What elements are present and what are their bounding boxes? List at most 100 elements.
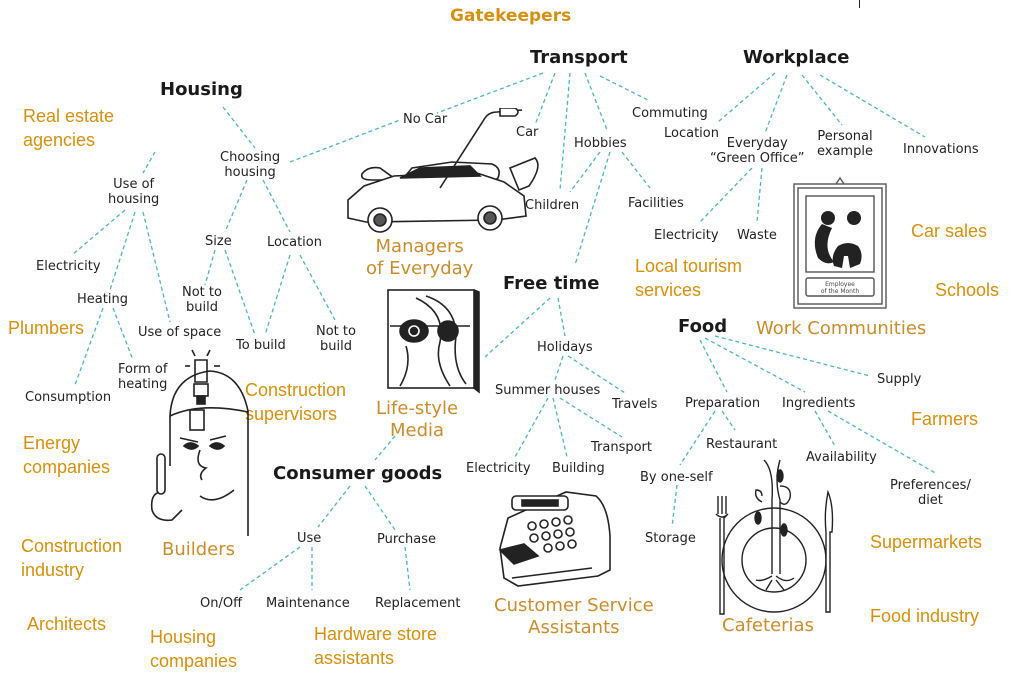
gatekeeper-real-estate-agencies: Real estate agencies	[23, 106, 115, 150]
node-by-one-self: By one-self	[640, 470, 713, 485]
connector	[299, 254, 336, 321]
connector	[289, 119, 401, 163]
gatekeeper-local-tourism-services: Local tourism services	[635, 256, 743, 300]
category-consumer-goods: Consumer goods	[273, 463, 443, 484]
node-purchase: Purchase	[377, 532, 437, 547]
connector	[484, 297, 551, 358]
builder-illustration	[150, 349, 249, 536]
node-no-car: No Car	[403, 112, 448, 127]
connector	[71, 209, 126, 256]
gatekeeper-construction-industry: Construction industry	[21, 536, 123, 580]
connector	[514, 397, 549, 458]
node-workplace-location: Location	[664, 126, 719, 141]
connector	[699, 339, 728, 393]
node-building: Building	[552, 461, 605, 476]
node-to-build: To build	[236, 338, 286, 353]
cash-register-illustration	[498, 491, 611, 587]
connector	[679, 410, 716, 466]
role-builders: Builders	[162, 539, 236, 560]
connector	[557, 297, 566, 337]
connector	[262, 179, 291, 233]
node-use: Use	[297, 531, 322, 546]
gatekeeper-housing-companies: Housing companies	[150, 627, 238, 671]
gatekeeper-food-industry: Food industry	[870, 606, 980, 626]
node-supply: Supply	[877, 372, 922, 387]
node-car: Car	[516, 125, 539, 140]
connector	[819, 74, 926, 138]
connector	[756, 167, 763, 223]
connector	[621, 151, 651, 189]
gatekeeper-supermarkets: Supermarkets	[870, 532, 983, 552]
connector	[717, 72, 776, 123]
connector	[224, 249, 256, 336]
connector	[567, 355, 626, 394]
node-size: Size	[205, 234, 232, 249]
node-free-time-electricity: Electricity	[466, 461, 531, 476]
connector	[142, 151, 156, 174]
connector	[704, 337, 806, 393]
node-ingredients: Ingredients	[782, 396, 856, 411]
gatekeeper-plumbers: Plumbers	[8, 318, 85, 338]
node-maintenance: Maintenance	[266, 596, 350, 611]
employee-of-month-poster: Employee of the Month	[793, 176, 887, 309]
node-preparation: Preparation	[685, 396, 761, 411]
node-children: Children	[525, 198, 580, 213]
role-managers-of-everyday: Managers of Everyday	[366, 236, 474, 279]
connector	[671, 484, 678, 528]
connector	[109, 211, 136, 291]
gatekeeper-architects: Architects	[27, 614, 107, 634]
node-personal-example: Personal example	[817, 129, 873, 159]
connector	[364, 485, 396, 531]
node-innovations: Innovations	[903, 142, 979, 157]
connector	[559, 72, 571, 191]
role-cafeterias: Cafeterias	[722, 615, 814, 636]
category-food: Food	[678, 316, 728, 337]
connector	[599, 75, 649, 101]
connector	[714, 335, 871, 377]
gatekeeper-energy-companies: Energy companies	[23, 433, 111, 477]
role-lifestyle-media: Life-style Media	[376, 398, 459, 441]
category-housing: Housing	[160, 79, 243, 100]
connector	[317, 485, 351, 528]
cursor-mark	[859, 0, 860, 8]
connector	[559, 397, 623, 438]
node-workplace-electricity: Electricity	[654, 228, 719, 243]
connector	[554, 355, 564, 381]
gatekeeper-car-sales: Car sales	[911, 221, 988, 241]
node-preferences-diet: Preferences/ diet	[890, 478, 971, 508]
node-not-to-build-location: Not to build	[316, 324, 356, 354]
node-use-of-housing: Use of housing	[108, 177, 160, 207]
diagram-title: Gatekeepers	[450, 6, 572, 26]
gatekeeper-farmers: Farmers	[911, 409, 978, 429]
connector	[264, 254, 291, 336]
connector	[404, 546, 411, 591]
connector	[801, 74, 843, 126]
node-hobbies: Hobbies	[574, 136, 627, 151]
magazine-illustration	[387, 289, 480, 394]
poster-caption-line-2: of the Month	[821, 288, 859, 295]
connector	[142, 211, 171, 323]
node-travels: Travels	[612, 397, 658, 412]
category-free-time: Free time	[503, 273, 600, 294]
category-workplace: Workplace	[743, 47, 850, 68]
connector	[204, 249, 216, 286]
node-holidays: Holidays	[537, 340, 593, 355]
node-waste: Waste	[737, 228, 777, 243]
role-work-communities: Work Communities	[756, 318, 927, 339]
node-electricity: Electricity	[36, 259, 101, 274]
connector	[574, 151, 611, 266]
connector	[224, 179, 248, 233]
node-use-of-space: Use of space	[138, 325, 222, 340]
node-location: Location	[267, 235, 322, 250]
connector	[584, 72, 608, 131]
connector	[112, 307, 134, 361]
connector	[239, 546, 301, 591]
connector	[222, 106, 256, 149]
node-replacement: Replacement	[375, 596, 461, 611]
connector	[552, 397, 568, 458]
node-not-to-build-size: Not to build	[182, 285, 222, 315]
node-storage: Storage	[645, 531, 696, 546]
node-free-time-transport: Transport	[591, 440, 653, 455]
node-summer-houses: Summer houses	[495, 383, 601, 398]
